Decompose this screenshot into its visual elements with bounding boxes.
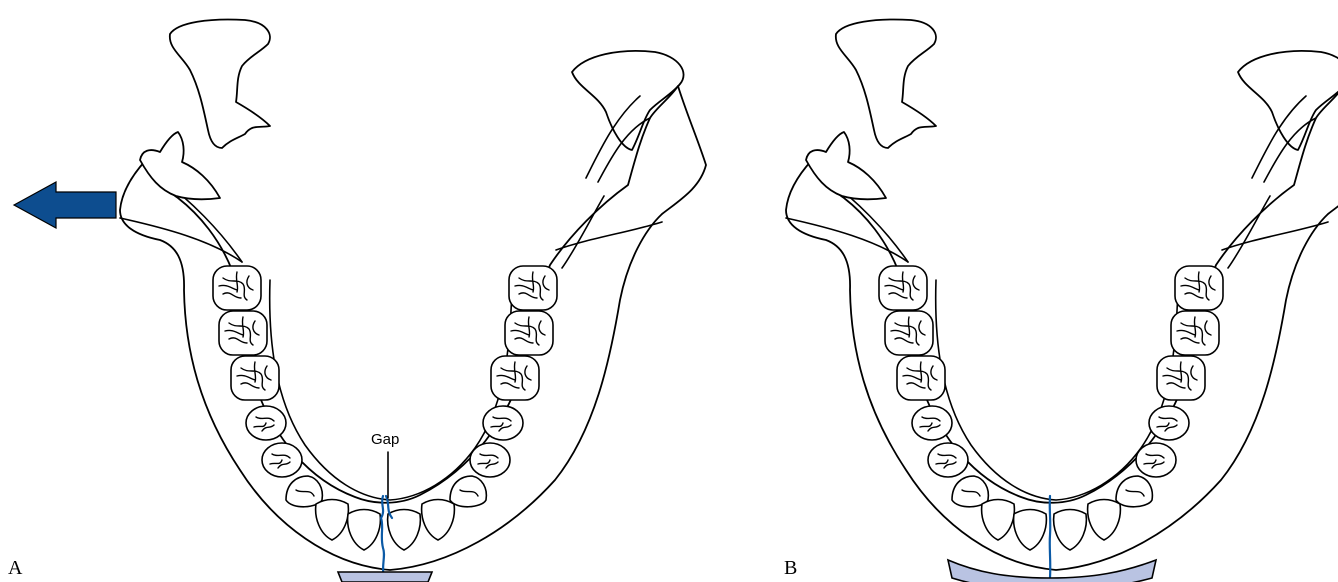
panel-label-b: B (784, 557, 797, 579)
fixation-plate-partial (338, 572, 432, 582)
panel-b: B (784, 20, 1338, 582)
mandible-b (786, 20, 1338, 570)
mandible-a (120, 20, 706, 570)
fracture-line-b (1050, 496, 1051, 578)
gap-callout: Gap (371, 431, 399, 448)
panel-a: Gap A (8, 20, 706, 582)
arrow-left-icon (14, 182, 116, 228)
panel-label-a: A (8, 557, 23, 579)
